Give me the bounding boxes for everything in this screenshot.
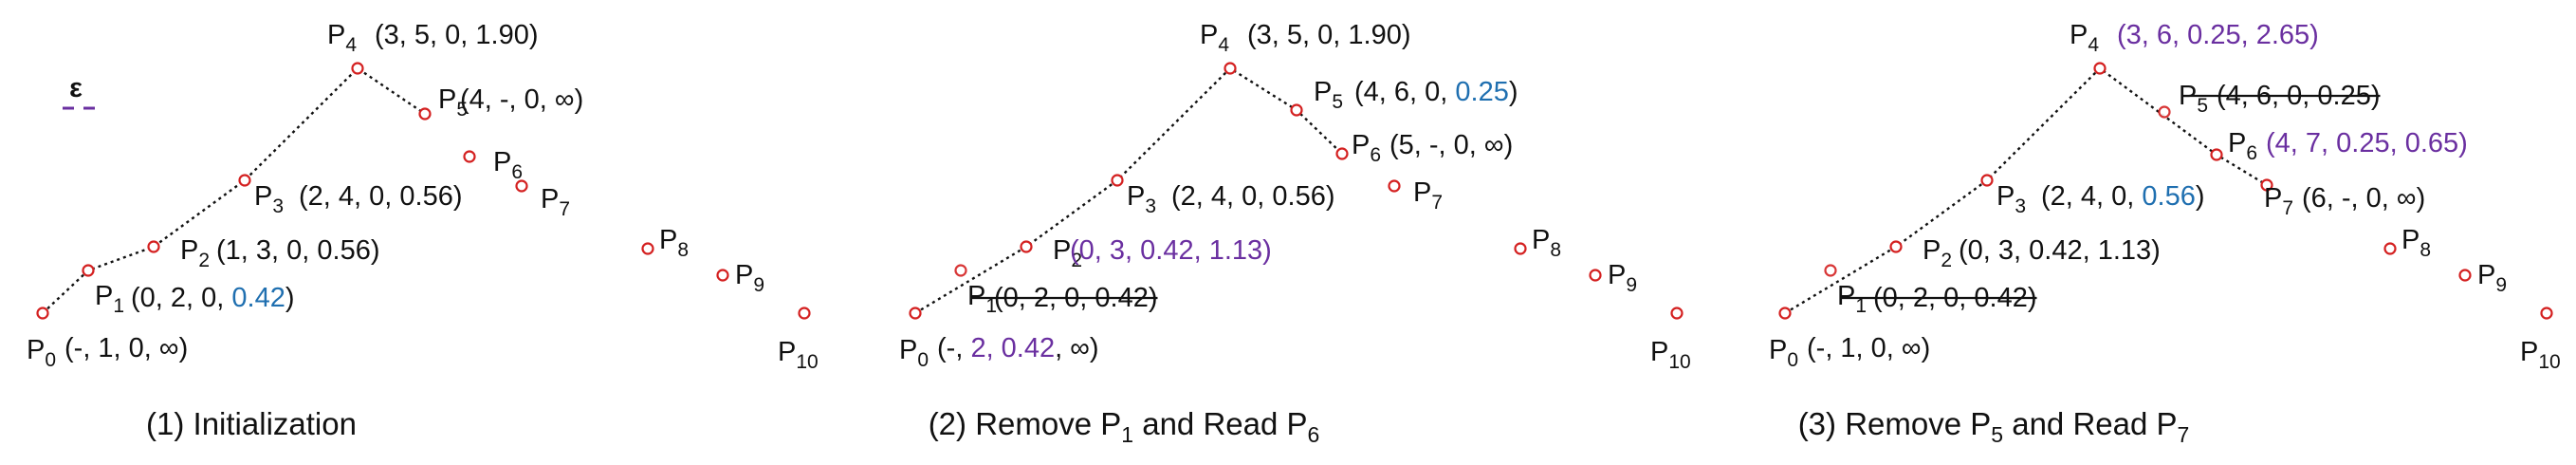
- point-p2-marker: [147, 240, 160, 253]
- panel-caption: (3) Remove P5 and Read P7: [1798, 406, 2190, 447]
- point-p3-tuple: (2, 4, 0, 0.56): [299, 181, 463, 212]
- point-p6-label: P6: [1352, 130, 1381, 166]
- point-p7-label: P7: [2264, 183, 2293, 219]
- point-p7-label: P7: [1413, 177, 1443, 214]
- point-p1-marker: [1824, 264, 1837, 277]
- point-p2-tuple: (0, 3, 0.42, 1.13): [1070, 235, 1272, 266]
- point-p3-label: P3: [254, 181, 284, 217]
- point-p3-tuple: (2, 4, 0, 0.56): [1171, 181, 1335, 212]
- point-p7-marker: [515, 179, 528, 193]
- point-p9-label: P9: [2477, 260, 2507, 296]
- point-p2-marker: [1889, 240, 1903, 253]
- point-p0-tuple: (-, 1, 0, ∞): [64, 333, 188, 363]
- point-p10-label: P10: [778, 337, 819, 373]
- point-p1-label: P1: [967, 281, 997, 317]
- point-p0-label: P0: [1769, 335, 1798, 371]
- simplified-polyline: [42, 66, 426, 314]
- point-p0-tuple: (-, 2, 0.42, ∞): [937, 333, 1099, 363]
- point-p10-label: P10: [2520, 337, 2561, 373]
- point-p8-label: P8: [2401, 225, 2431, 261]
- panel-caption: (2) Remove P1 and Read P6: [929, 406, 1320, 447]
- point-p9-marker: [716, 269, 729, 282]
- point-p8-label: P8: [659, 225, 689, 261]
- point-p4-tuple: (3, 5, 0, 1.90): [375, 20, 539, 50]
- point-p10-marker: [2540, 307, 2553, 320]
- point-p4-label: P4: [327, 20, 357, 56]
- point-p1-label: P1: [95, 281, 124, 317]
- epsilon-label: ε: [69, 73, 83, 103]
- point-p5-label: P5: [2179, 81, 2208, 117]
- point-p8-marker: [1514, 242, 1527, 255]
- point-p6-marker: [1335, 147, 1349, 160]
- point-p3-label: P3: [1996, 181, 2026, 217]
- point-p4-label: P4: [1200, 20, 1229, 56]
- point-p6-label: P6: [2228, 128, 2257, 164]
- point-p1-marker: [954, 264, 967, 277]
- simplified-polyline: [914, 66, 1343, 315]
- point-p5-label: P5: [438, 84, 468, 121]
- point-p2-tuple: (0, 3, 0.42, 1.13): [1959, 235, 2161, 266]
- point-p6-marker: [2210, 148, 2223, 161]
- point-p0-marker: [1778, 307, 1792, 320]
- point-p4-tuple: (3, 6, 0.25, 2.65): [2117, 20, 2319, 50]
- point-p10-marker: [798, 307, 811, 320]
- point-p9-marker: [1589, 269, 1602, 282]
- point-p0-label: P0: [899, 335, 929, 371]
- point-p2-label: P2: [1053, 235, 1082, 271]
- point-p9-label: P9: [1608, 260, 1637, 296]
- point-p0-label: P0: [27, 335, 56, 371]
- point-p0-tuple: (-, 1, 0, ∞): [1807, 333, 1930, 363]
- panel-3: P0(-, 1, 0, ∞)P1(0, 2, 0, 0.42)P2(0, 3, …: [1769, 20, 2561, 447]
- point-p3-tuple: (2, 4, 0, 0.56): [2041, 181, 2205, 212]
- point-p1-marker: [82, 264, 95, 277]
- point-p8-label: P8: [1532, 225, 1561, 261]
- point-p5-marker: [1290, 103, 1303, 117]
- point-p1-label: P1: [1837, 281, 1867, 317]
- point-p2-tuple: (1, 3, 0, 0.56): [216, 235, 380, 266]
- point-p2-label: P2: [1923, 235, 1952, 271]
- point-p4-marker: [351, 62, 364, 75]
- point-p0-marker: [909, 307, 922, 320]
- point-p6-tuple: (4, 7, 0.25, 0.65): [2266, 128, 2468, 158]
- point-p10-label: P10: [1650, 337, 1691, 373]
- point-p8-marker: [641, 242, 654, 255]
- point-p3-marker: [238, 174, 251, 187]
- epsilon-marker: ε: [63, 73, 95, 110]
- point-p2-label: P2: [180, 235, 210, 271]
- point-p5-marker: [2158, 105, 2171, 119]
- point-p3-label: P3: [1127, 181, 1156, 217]
- point-p10-marker: [1670, 307, 1684, 320]
- simplified-polyline: [1784, 66, 2268, 315]
- point-p6-tuple: (5, -, 0, ∞): [1389, 130, 1513, 160]
- point-p7-marker: [2260, 178, 2273, 192]
- panel-1: P0 (-, 1, 0, ∞) P1(0, 2, 0, 0.42) P2(1, 3, …: [27, 20, 819, 441]
- point-p6-label: P6: [493, 147, 523, 183]
- point-p3-marker: [1111, 174, 1124, 187]
- panel-caption: (1) Initialization: [146, 406, 357, 441]
- point-p9-label: P9: [735, 260, 764, 296]
- point-p4-marker: [1224, 62, 1237, 75]
- point-p7-tuple: (6, -, 0, ∞): [2302, 183, 2425, 214]
- point-p5-tuple: (4, -, 0, ∞): [460, 84, 583, 115]
- point-p4-label: P4: [2070, 20, 2099, 56]
- point-p5-label: P5: [1314, 77, 1343, 113]
- point-p6-marker: [463, 150, 476, 163]
- point-p4-marker: [2093, 62, 2107, 75]
- point-p4-tuple: (3, 5, 0, 1.90): [1247, 20, 1411, 50]
- point-p5-marker: [418, 107, 432, 121]
- point-p7-label: P7: [541, 184, 570, 220]
- point-p9-marker: [2458, 269, 2472, 282]
- point-p3-marker: [1980, 174, 1994, 187]
- point-p2-marker: [1020, 240, 1033, 253]
- point-p7-marker: [1388, 179, 1401, 193]
- point-p0-marker: [36, 307, 49, 320]
- point-p1-tuple: (0, 2, 0, 0.42): [131, 283, 295, 313]
- point-p5-tuple: (4, 6, 0, 0.25): [1354, 77, 1518, 107]
- panel-2: P0(-, 2, 0.42, ∞)P1(0, 2, 0, 0.42)P2(0, …: [899, 20, 1691, 447]
- point-p8-marker: [2383, 242, 2397, 255]
